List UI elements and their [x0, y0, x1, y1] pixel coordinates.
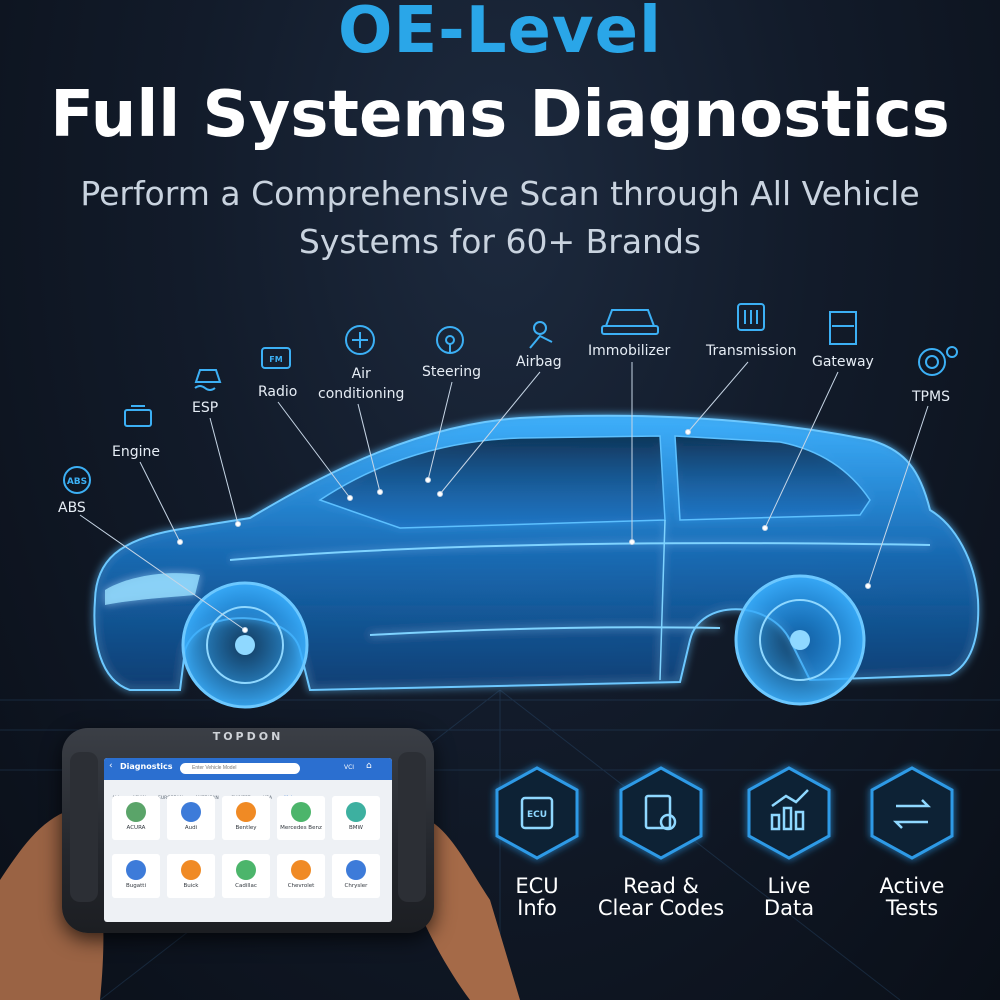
rear-wheel: [734, 574, 866, 706]
svg-text:ECU: ECU: [527, 810, 547, 820]
make-name: Audi: [184, 825, 198, 831]
make-tile[interactable]: BMW: [332, 796, 380, 840]
make-tile[interactable]: Chrysler: [332, 854, 380, 898]
make-logo: [291, 860, 311, 880]
steering-wheel-icon: [436, 326, 464, 354]
make-tile[interactable]: Mercedes Benz: [277, 796, 325, 840]
feature-ecu-info: ECU Info: [467, 875, 607, 919]
label-transmission: Transmission: [706, 343, 797, 359]
make-name: Chevrolet: [287, 883, 315, 889]
label-steering: Steering: [422, 364, 482, 380]
make-logo: [236, 860, 256, 880]
code-search-icon: [644, 794, 677, 831]
fm-radio-icon: FM: [261, 347, 291, 369]
feature-ecu-line2: Info: [517, 896, 557, 920]
label-airbag: Airbag: [516, 354, 562, 370]
label-esp: ESP: [192, 400, 219, 416]
app-bar: ‹ Diagnostics VCI ⌂: [104, 758, 392, 780]
make-logo: [181, 860, 201, 880]
make-tile[interactable]: Audi: [167, 796, 215, 840]
region-tabs: ALL ASIAN EUROPEAN AMERICAN CHINESE USA …: [112, 784, 384, 801]
make-name: Chrysler: [344, 883, 368, 889]
headline-title: Full Systems Diagnostics: [50, 78, 950, 152]
make-name: Cadillac: [235, 883, 257, 889]
make-name: BMW: [349, 825, 363, 831]
home-icon[interactable]: ⌂: [366, 761, 372, 771]
subtitle-line-1: Perform a Comprehensive Scan through All…: [80, 174, 920, 213]
snowflake-icon: [345, 325, 375, 355]
make-logo: [236, 802, 256, 822]
app-title: Diagnostics: [120, 762, 173, 771]
left-grip: [70, 752, 98, 902]
ecu-chip-icon: ECU: [520, 796, 554, 830]
make-logo: [126, 802, 146, 822]
label-engine: Engine: [112, 444, 160, 460]
make-logo: [291, 802, 311, 822]
subtitle-line-2: Systems for 60+ Brands: [298, 222, 702, 261]
feature-codes-line1: Read &: [623, 874, 699, 898]
label-immobilizer: Immobilizer: [588, 343, 671, 359]
feature-active-tests: Active Tests: [842, 875, 982, 919]
make-tile[interactable]: Chevrolet: [277, 854, 325, 898]
airbag-icon: [529, 321, 553, 349]
feature-ecu-line1: ECU: [515, 874, 559, 898]
diagnostic-tablet: TOPDON ‹ Diagnostics VCI ⌂ ALL ASIAN EUR…: [62, 728, 434, 933]
make-name: Buick: [183, 883, 199, 889]
make-name: Mercedes Benz: [280, 825, 322, 831]
right-grip: [398, 752, 426, 902]
front-wheel: [181, 581, 309, 709]
car-body: [93, 414, 980, 692]
label-abs: ABS: [58, 500, 86, 516]
label-radio: Radio: [258, 384, 298, 400]
esp-skid-icon: [194, 369, 222, 391]
make-tile[interactable]: Bugatti: [112, 854, 160, 898]
car-key-icon: [601, 309, 659, 335]
engine-icon: [124, 405, 152, 427]
vehicle-search-input[interactable]: [180, 763, 300, 774]
make-tile[interactable]: Cadillac: [222, 854, 270, 898]
make-tile[interactable]: Bentley: [222, 796, 270, 840]
headline-eyebrow: OE-Level: [338, 0, 662, 68]
feature-tests-line1: Active: [879, 874, 945, 898]
live-data-chart-icon: [770, 789, 809, 831]
gateway-door-icon: [829, 311, 857, 345]
tire-pressure-icon: [918, 346, 958, 376]
feature-codes-line2: Clear Codes: [597, 896, 725, 920]
make-logo: [346, 860, 366, 880]
make-logo: [126, 860, 146, 880]
make-logo: [181, 802, 201, 822]
ecu-hex: [495, 766, 579, 860]
feature-tests-line2: Tests: [885, 896, 939, 920]
tablet-screen: ‹ Diagnostics VCI ⌂ ALL ASIAN EUROPEAN A…: [104, 758, 392, 922]
gearbox-icon: [737, 303, 765, 331]
make-name: ACURA: [126, 825, 146, 831]
feature-read-clear-codes: Read & Clear Codes: [591, 875, 731, 919]
label-gateway: Gateway: [812, 354, 874, 370]
abs-icon: ABS: [63, 466, 91, 494]
label-tpms: TPMS: [912, 389, 950, 405]
feature-live-data: Live Data: [719, 875, 859, 919]
make-logo: [346, 802, 366, 822]
make-tile[interactable]: Buick: [167, 854, 215, 898]
codes-hex: [619, 766, 703, 860]
headline-subtitle: Perform a Comprehensive Scan through All…: [0, 170, 1000, 266]
make-name: Bentley: [235, 825, 257, 831]
tests-hex: [870, 766, 954, 860]
active-test-arrows-icon: [892, 799, 932, 829]
tablet-brand: TOPDON: [212, 730, 284, 743]
back-arrow-icon[interactable]: ‹: [109, 761, 113, 771]
feature-live-line2: Data: [763, 896, 815, 920]
vci-status: VCI: [344, 764, 355, 771]
feature-live-line1: Live: [767, 874, 811, 898]
make-name: Bugatti: [126, 883, 146, 889]
live-data-hex: [747, 766, 831, 860]
svg-text:FM: FM: [269, 355, 282, 364]
make-tile[interactable]: ACURA: [112, 796, 160, 840]
callout-lines: [79, 361, 929, 633]
svg-text:ABS: ABS: [67, 477, 87, 487]
